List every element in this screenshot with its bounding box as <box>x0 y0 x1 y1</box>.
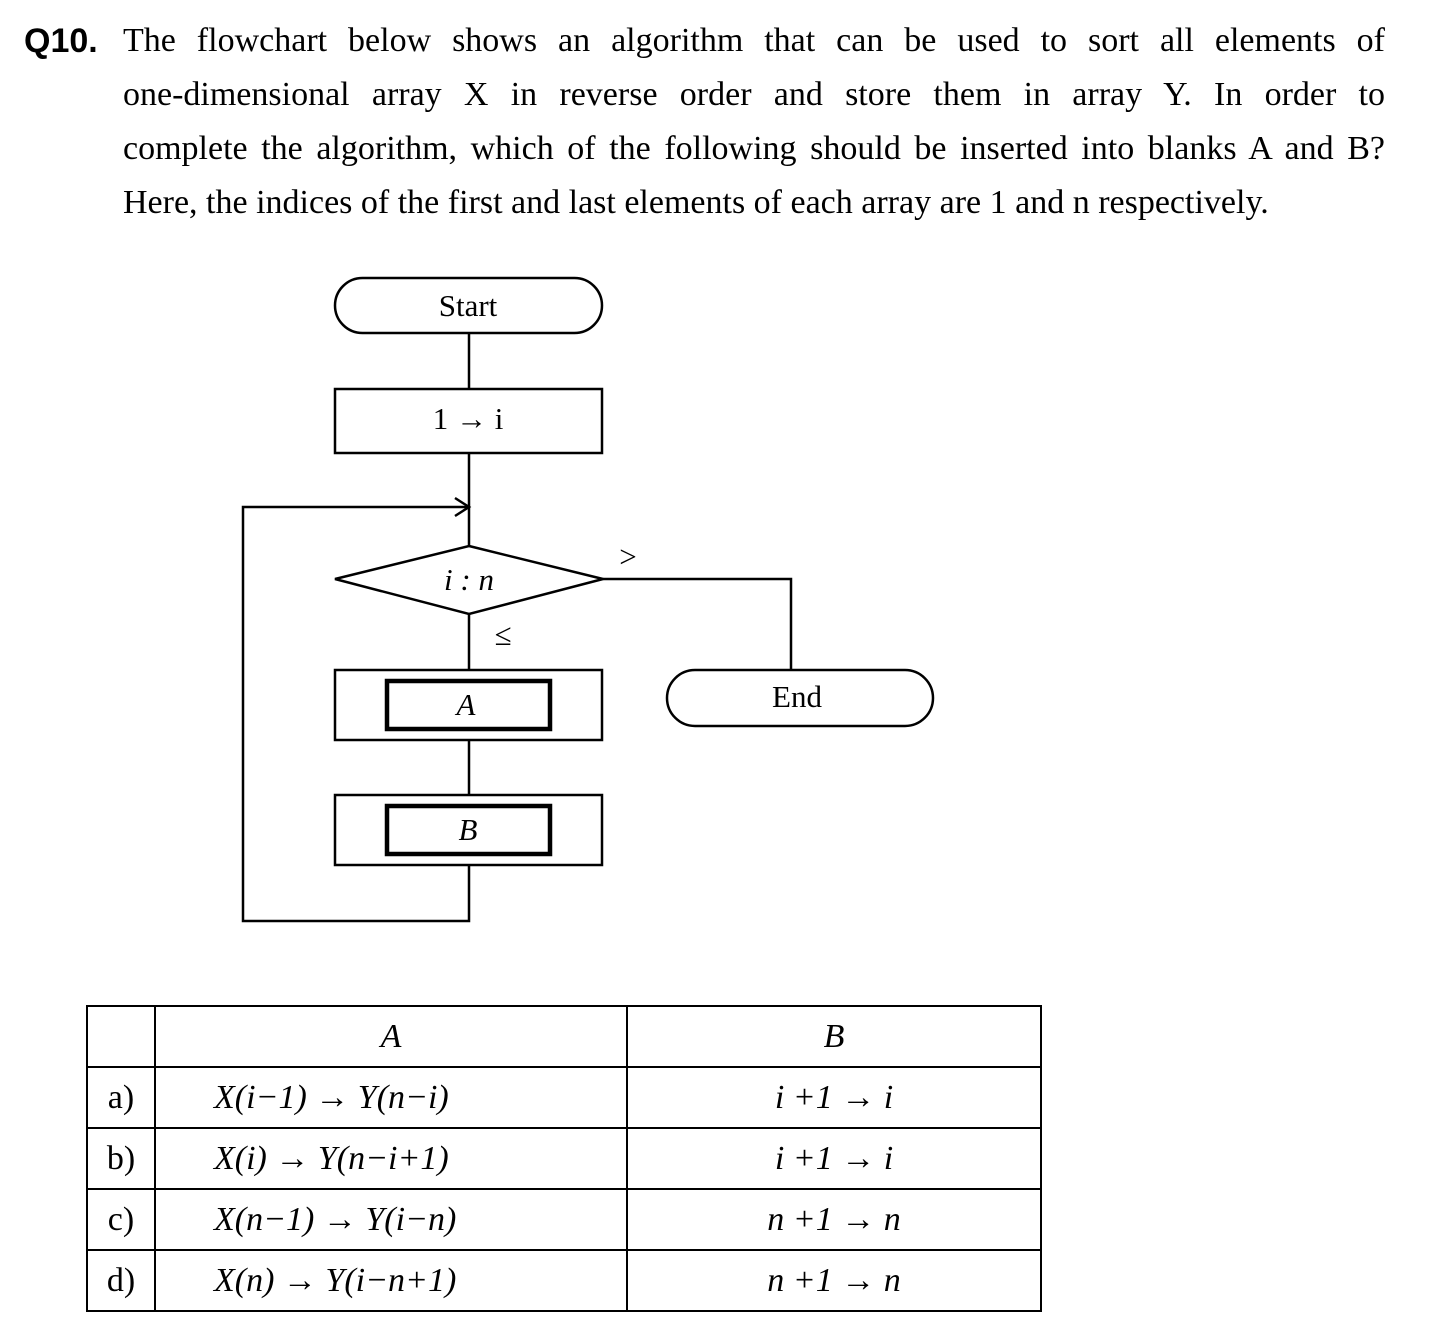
loop-arrow-head <box>454 496 472 518</box>
init-label: 1 → i <box>433 401 504 436</box>
option-label: b) <box>86 1127 156 1190</box>
end-label: End <box>772 679 822 714</box>
answer-table: A B a) X(i−1) → Y(n−i) i +1 → i b) X(i) … <box>86 1005 1042 1312</box>
option-b-expression: n +1 → n <box>626 1249 1042 1312</box>
table-row: b) X(i) → Y(n−i+1) i +1 → i <box>86 1127 1042 1190</box>
option-b-expression: i +1 → i <box>626 1127 1042 1190</box>
flowchart-connectors <box>241 333 793 923</box>
loop-back-line <box>241 505 471 923</box>
header-cell-option <box>86 1005 156 1068</box>
option-label: d) <box>86 1249 156 1312</box>
header-cell-b: B <box>626 1005 1042 1068</box>
flowchart: Start 1 → i i : n > ≤ A B End <box>241 276 935 923</box>
option-a-expression: X(n−1) → Y(i−n) <box>154 1188 628 1251</box>
option-b-expression: n +1 → n <box>626 1188 1042 1251</box>
table-row: c) X(n−1) → Y(i−n) n +1 → n <box>86 1188 1042 1251</box>
question-text: The flowchart below shows an algorithm t… <box>123 14 1385 230</box>
decision-diamond <box>334 544 604 616</box>
blank-a-label: A <box>455 687 477 722</box>
question-line-1: The flowchart below shows an algorithm t… <box>123 22 1385 59</box>
option-label: c) <box>86 1188 156 1251</box>
init-process-box <box>333 387 604 455</box>
option-a-expression: X(i−1) → Y(n−i) <box>154 1066 628 1129</box>
header-cell-a: A <box>154 1005 628 1068</box>
decision-label: i : n <box>444 562 494 597</box>
option-a-expression: X(n) → Y(i−n+1) <box>154 1249 628 1312</box>
branch-greater-label: > <box>619 539 636 574</box>
option-a-expression: X(i) → Y(n−i+1) <box>154 1127 628 1190</box>
start-terminal <box>333 276 604 335</box>
question-number: Q10. <box>24 22 98 60</box>
start-label: Start <box>439 288 498 323</box>
table-row: d) X(n) → Y(i−n+1) n +1 → n <box>86 1249 1042 1312</box>
question-line-2: one-dimensional array X in reverse order… <box>123 76 1385 113</box>
option-label: a) <box>86 1066 156 1129</box>
blank-a-box <box>384 678 553 732</box>
blank-b-box <box>384 803 553 857</box>
question-line-4: Here, the indices of the first and last … <box>123 184 1269 221</box>
option-b-expression: i +1 → i <box>626 1066 1042 1129</box>
table-header-row: A B <box>86 1005 1042 1068</box>
connector-decision-end <box>603 577 793 670</box>
table-row: a) X(i−1) → Y(n−i) i +1 → i <box>86 1066 1042 1129</box>
branch-less-equal-label: ≤ <box>494 617 511 652</box>
end-terminal <box>665 668 935 728</box>
question-line-3: complete the algorithm, which of the fol… <box>123 130 1385 167</box>
blank-b-label: B <box>459 812 478 847</box>
